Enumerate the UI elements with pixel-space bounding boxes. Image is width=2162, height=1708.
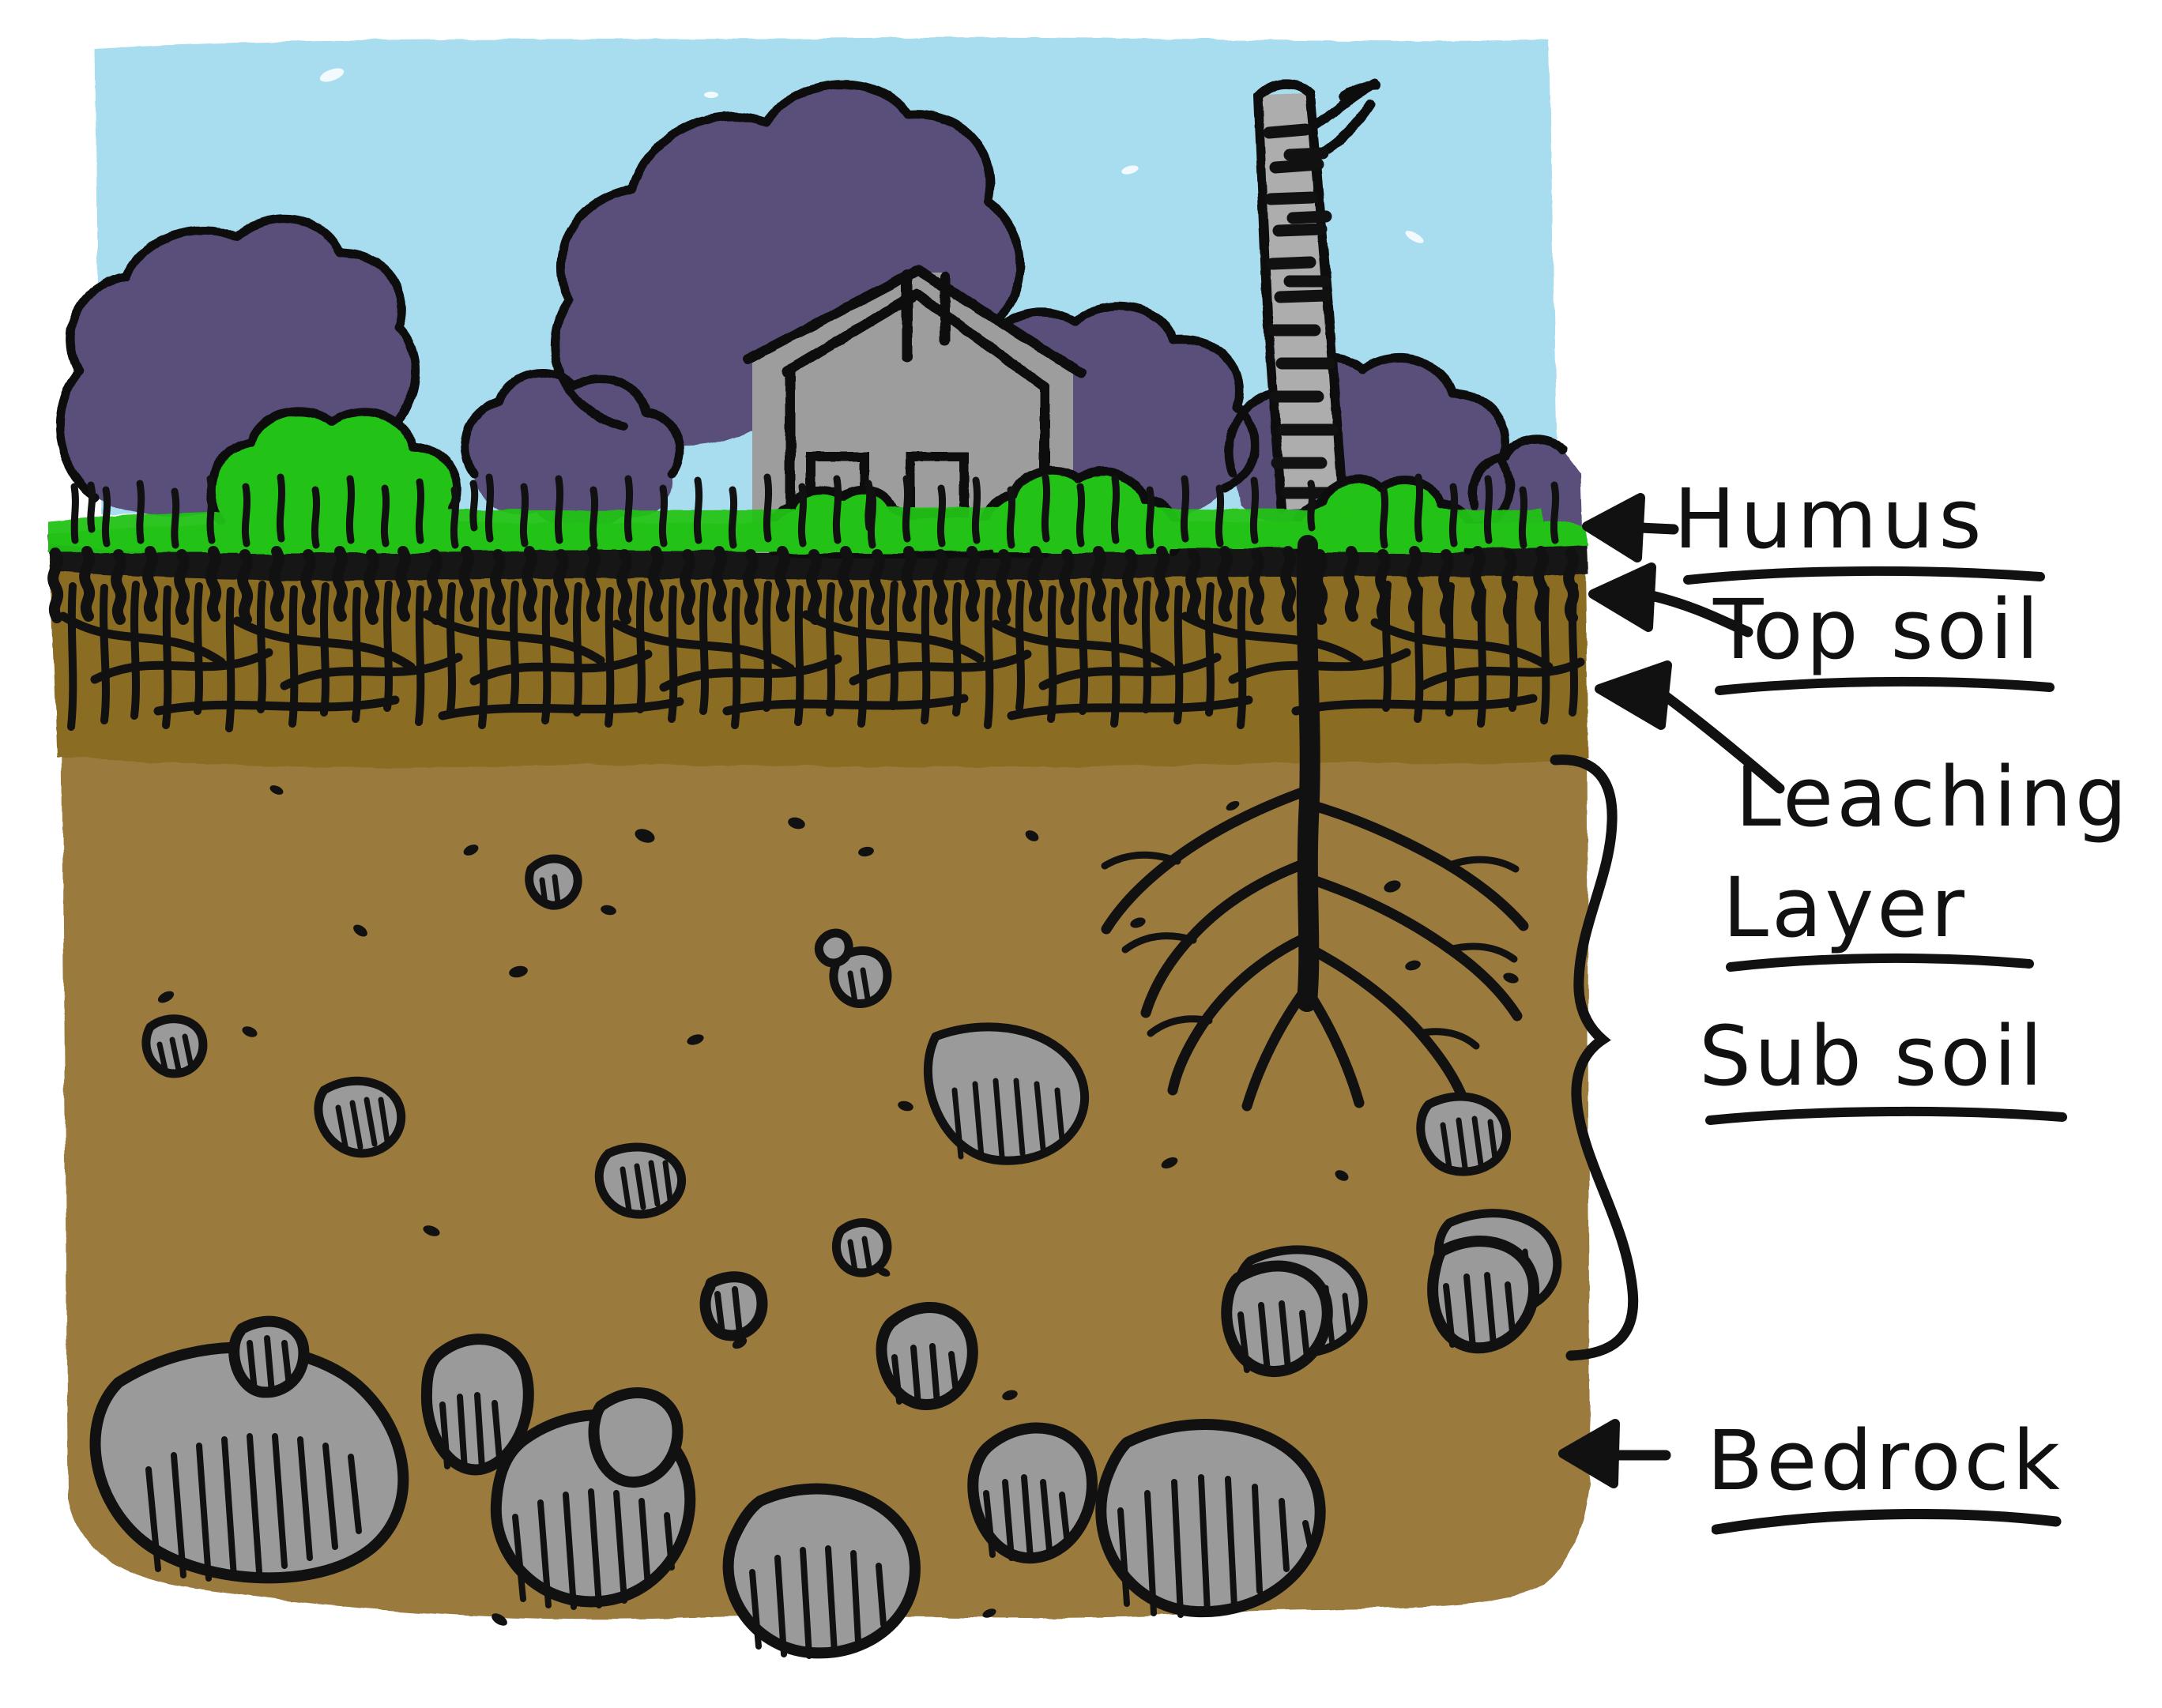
- underline-subsoil: [1705, 1106, 2067, 1125]
- label-humus-text: Humus: [1674, 471, 1987, 567]
- label-topsoil-text: Top soil: [1713, 581, 2043, 678]
- label-bedrock-text: Bedrock: [1707, 1413, 2063, 1509]
- birch-taproot: [1101, 535, 1529, 1112]
- arrow-humus: [1582, 493, 1679, 562]
- bedrock-boulders: [89, 1236, 1540, 1659]
- arrow-bedrock: [1558, 1419, 1671, 1488]
- underline-bedrock: [1712, 1509, 2062, 1535]
- label-subsoil: Sub soil: [1699, 1008, 2046, 1104]
- label-subsoil-text: Sub soil: [1699, 1008, 2046, 1104]
- label-bedrock: Bedrock: [1707, 1413, 2063, 1509]
- label-topsoil: Top soil: [1713, 581, 2042, 678]
- subsoil-brace: [1550, 754, 1639, 1361]
- birch-tree-trunk: [1253, 79, 1381, 514]
- underline-humus: [1683, 566, 2045, 585]
- underline-layer: [1726, 953, 2034, 972]
- arrow-topsoil: [1588, 562, 1753, 638]
- label-layer: Layer: [1723, 860, 1968, 956]
- humus-squiggles: [47, 546, 1580, 625]
- grass-blades: [70, 473, 1560, 549]
- annotation-arrows: [1558, 493, 1785, 1488]
- arrow-leaching: [1595, 660, 1785, 794]
- soil-speckles: [157, 785, 1519, 1626]
- label-leaching: Leaching: [1735, 749, 2130, 845]
- label-humus: Humus: [1674, 471, 1987, 567]
- label-leaching-text: Leaching: [1735, 749, 2130, 845]
- underline-topsoil: [1715, 676, 2055, 695]
- label-layer-text: Layer: [1723, 860, 1968, 956]
- topsoil-roots: [58, 581, 1585, 732]
